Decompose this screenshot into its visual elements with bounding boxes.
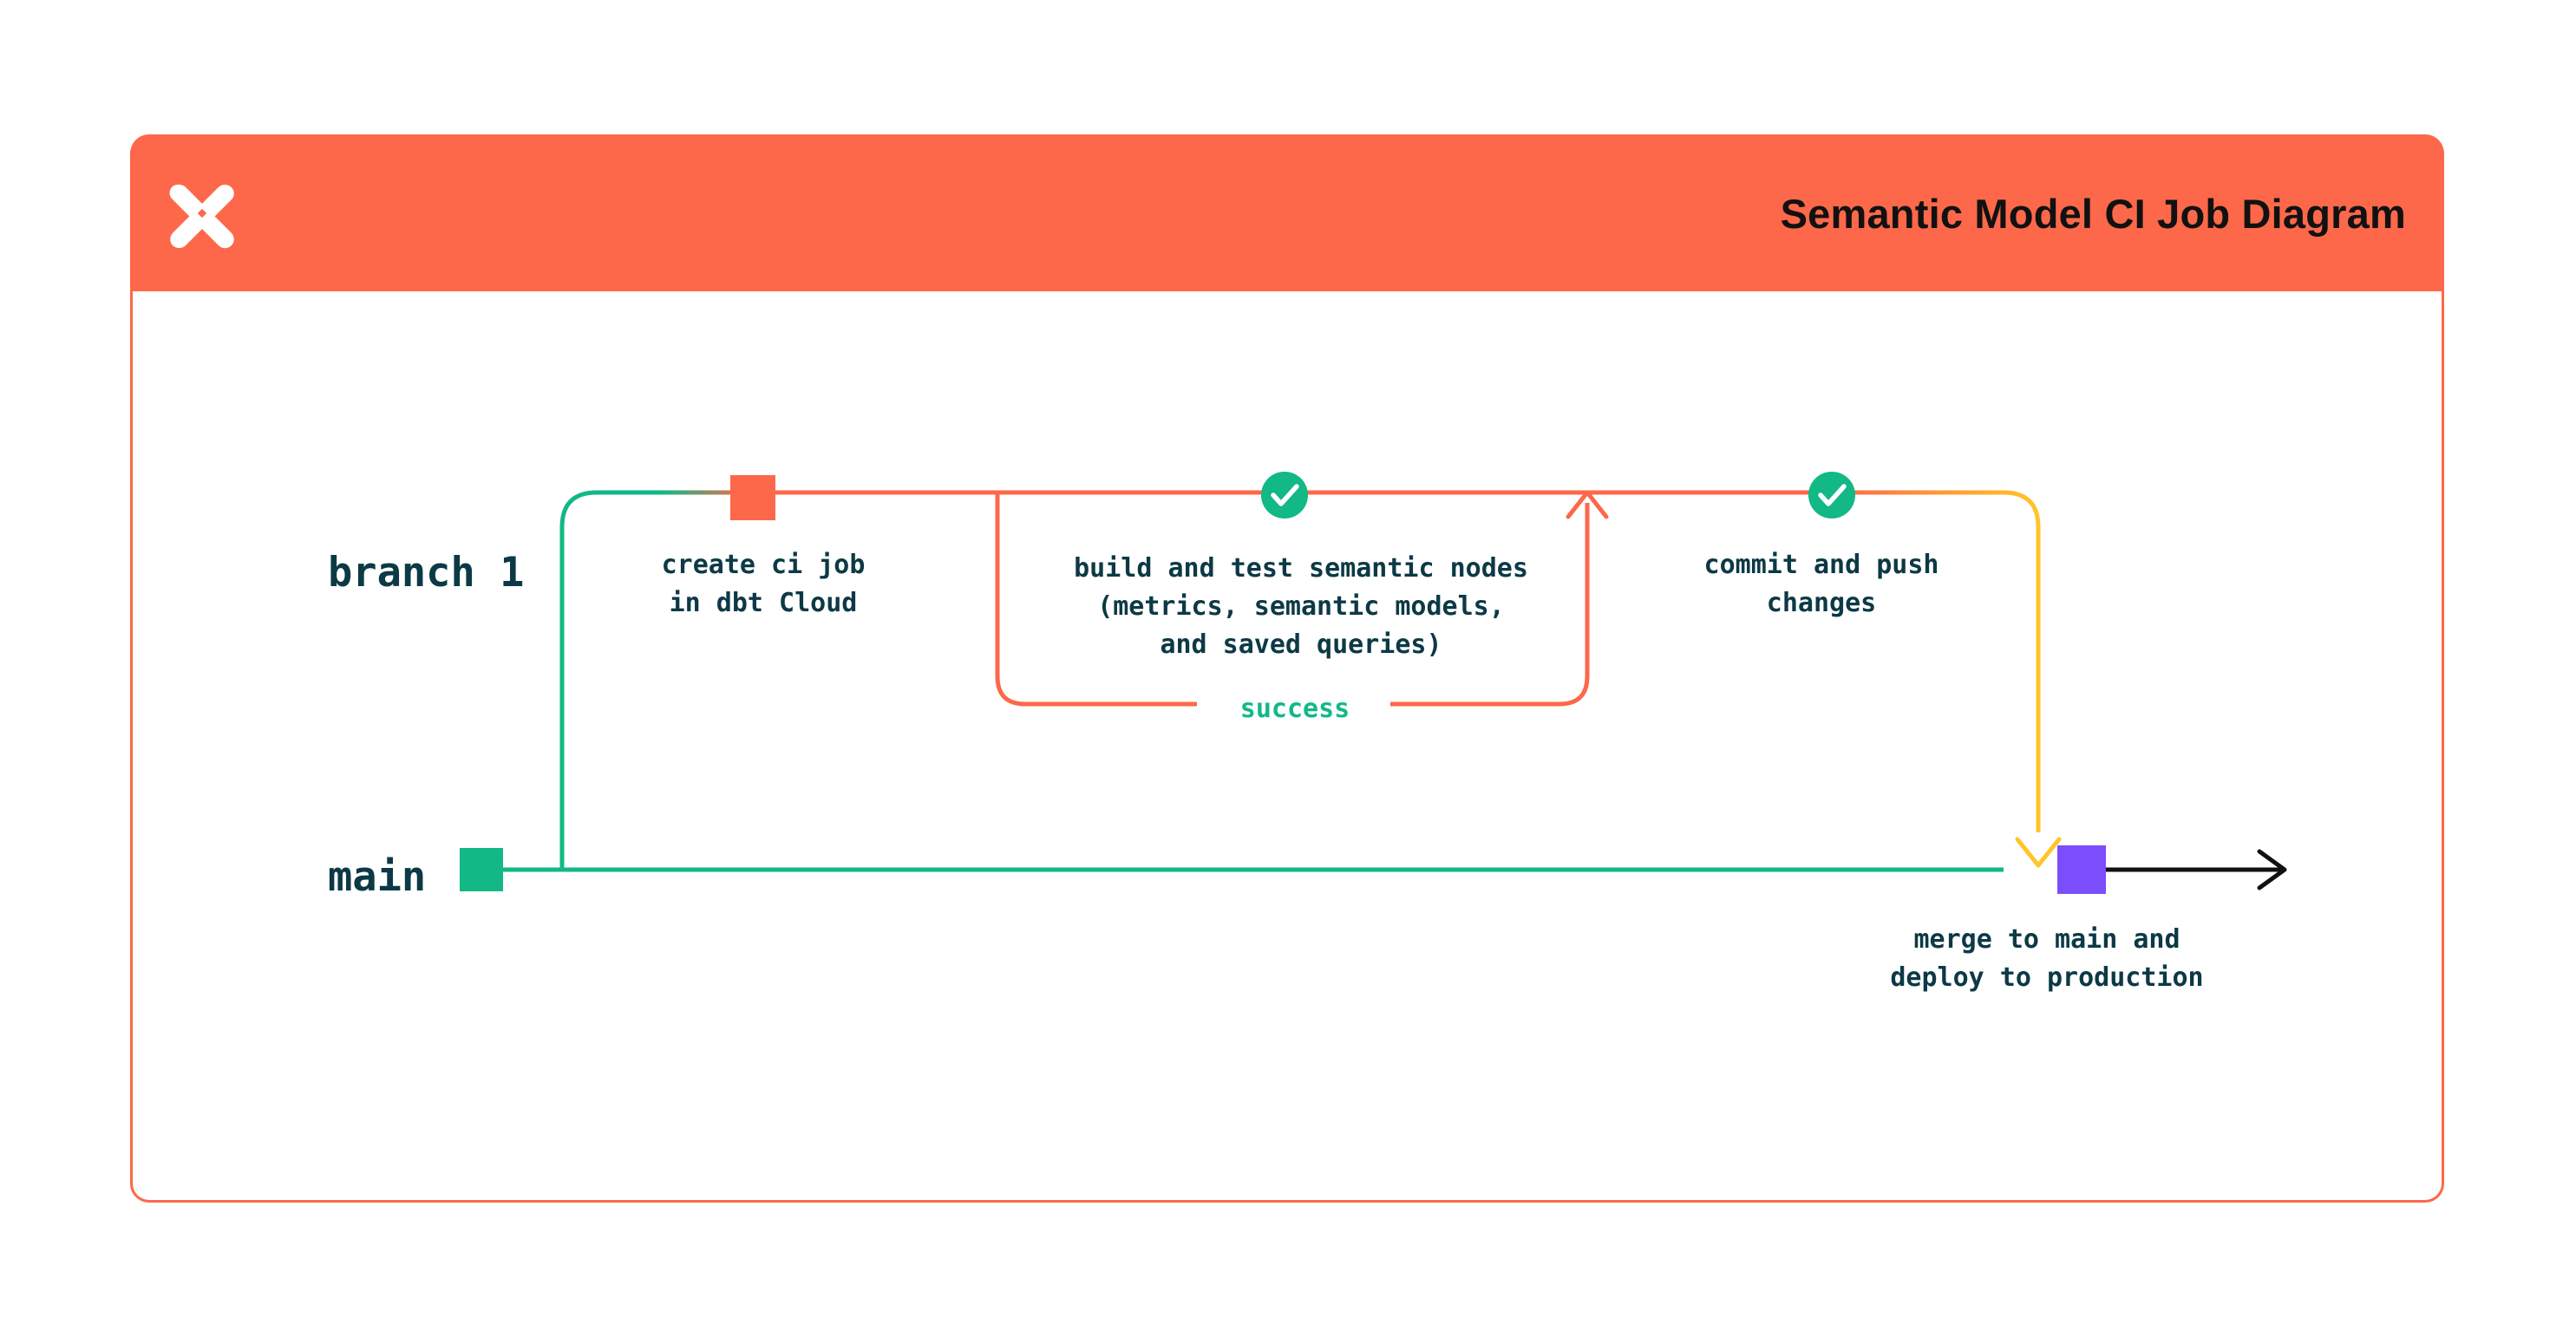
- card-body: [130, 291, 2444, 1203]
- node-caption-commit-and-push: commit and push changes: [1703, 550, 1939, 618]
- card-header: Semantic Model CI Job Diagram: [130, 134, 2444, 292]
- commit-square-create-ci-job: [730, 475, 775, 520]
- node-caption-build-and-test: build and test semantic nodes (metrics, …: [1074, 553, 1528, 660]
- page-title: Semantic Model CI Job Diagram: [1780, 190, 2406, 237]
- commit-square-merge-to-main: [2057, 845, 2106, 894]
- node-caption-create-ci-job: create ci job in dbt Cloud: [661, 550, 866, 618]
- lane-label-main: main: [328, 853, 427, 901]
- diagram-card: Semantic Model CI Job Diagram: [130, 134, 2444, 1203]
- lane-label-branch: branch 1: [328, 549, 525, 597]
- node-caption-merge-to-main: merge to main and deploy to production: [1890, 924, 2204, 993]
- dbt-logo-icon: [165, 176, 239, 251]
- edge-label-success: success: [1200, 694, 1390, 724]
- commit-square-main-start: [460, 848, 503, 891]
